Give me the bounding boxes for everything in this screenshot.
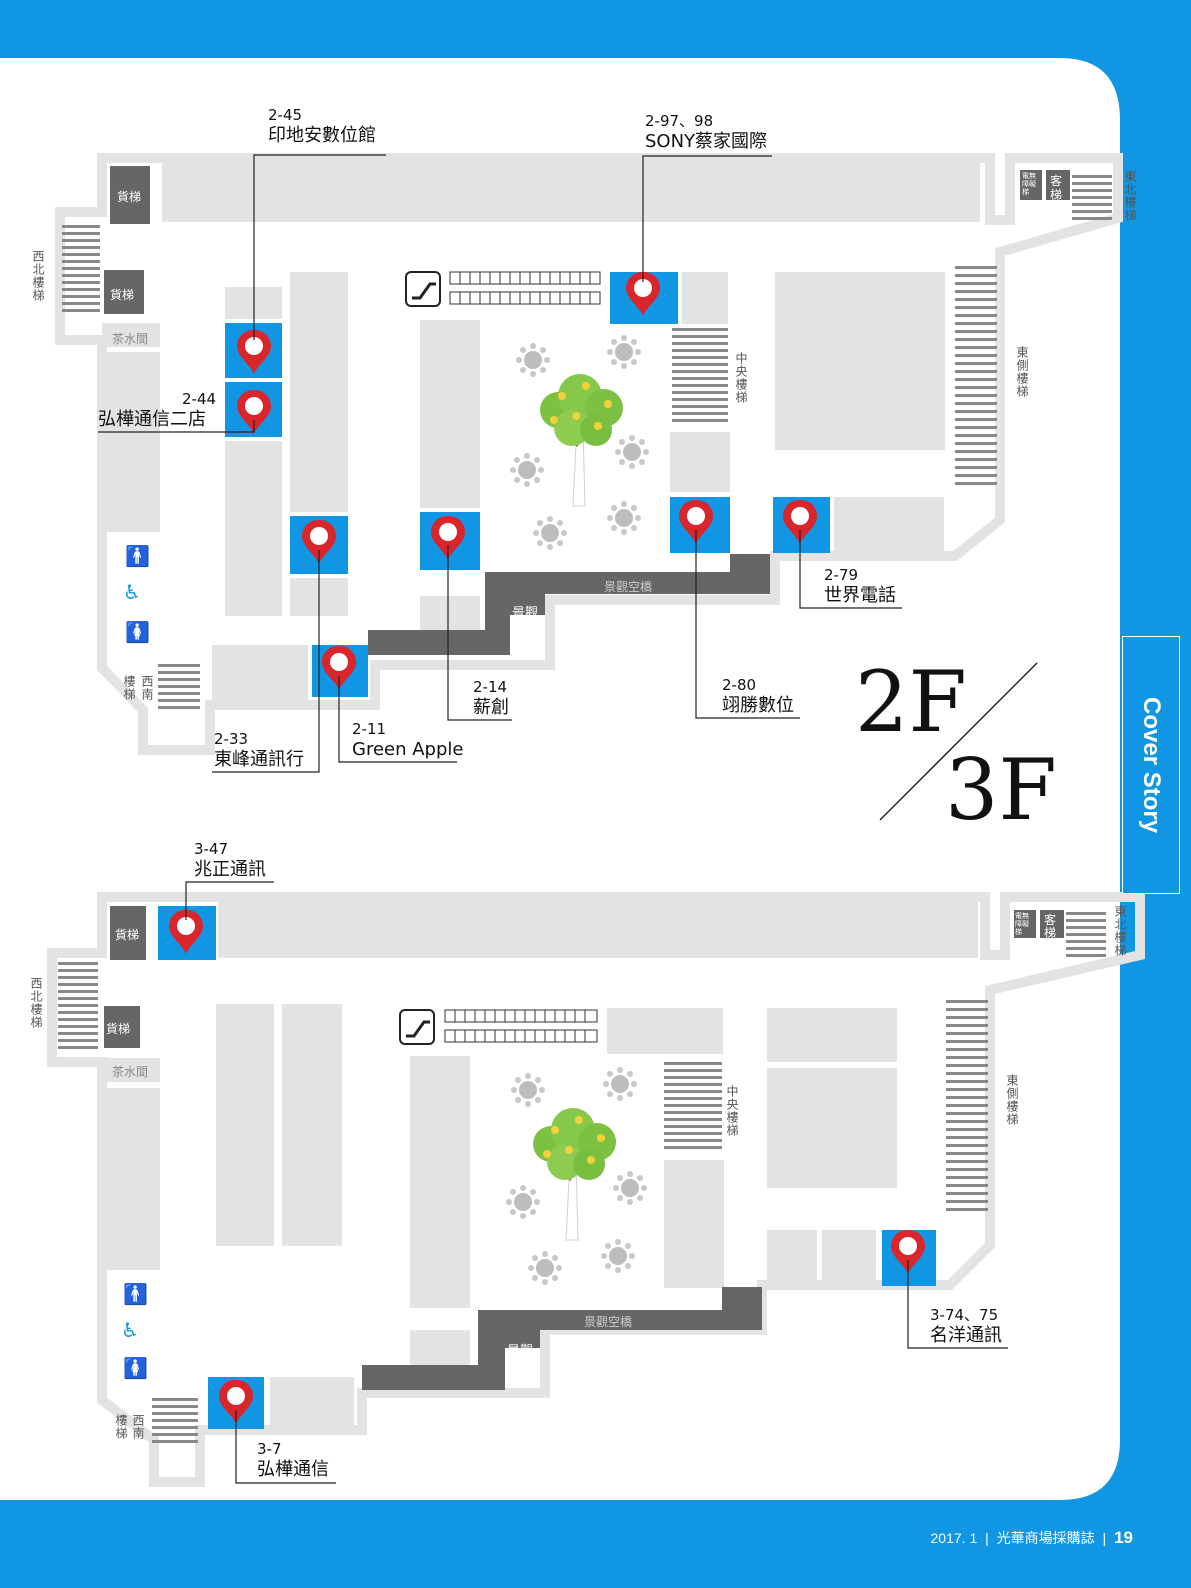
restroom-male-icon: 🚹: [123, 1282, 148, 1306]
passenger-elevator-label-b: 梯: [1050, 188, 1063, 202]
central-stairs-label-3f: 中央樓梯: [725, 1085, 739, 1137]
footer-page-number: 19: [1114, 1528, 1133, 1547]
accessible-elevator-label-3f: 電無障礙梯: [1015, 912, 1029, 936]
passenger-elevator-label-3f-a: 客: [1044, 913, 1057, 927]
floor-2f: [55, 153, 1123, 773]
sky-bridge-label-3f: 景觀空橋: [584, 1315, 633, 1329]
tea-room-label-3f: 茶水間: [112, 1065, 149, 1079]
wheelchair-icon: ♿: [123, 580, 141, 604]
freight-elevator-label-3f-2: 貨梯: [106, 1022, 131, 1036]
central-stairs-label: 中央樓梯: [734, 352, 748, 404]
freight-elevator-label: 貨梯: [117, 190, 142, 204]
cover-story-tab: [1122, 636, 1180, 894]
restroom-male-icon: 🚹: [125, 544, 150, 568]
southwest-stairs-label-3f-b: 樓梯: [114, 1414, 128, 1440]
southwest-stairs-label-a: 西南: [140, 675, 154, 701]
footer: 2017. 1 | 光華商場採購誌 | 19: [930, 1528, 1133, 1547]
footer-magazine: 光華商場採購誌: [996, 1530, 1095, 1546]
scenic-elevator-label-3f-a: 景觀: [507, 1344, 534, 1359]
footer-issue: 2017. 1: [930, 1530, 978, 1546]
scenic-elevator-label-3f-b: 電梯: [507, 1372, 534, 1387]
southwest-stairs-label-3f-a: 西南: [131, 1414, 145, 1440]
floor-3f: [47, 881, 1145, 1487]
passenger-elevator-label-a: 客: [1050, 174, 1063, 188]
east-stairs-label-3f: 東側樓梯: [1005, 1074, 1019, 1126]
restroom-female-icon: 🚺: [125, 620, 150, 644]
freight-elevator-label-2: 貨梯: [110, 288, 135, 302]
restroom-female-icon: 🚺: [123, 1356, 148, 1380]
scenic-elevator-label-b: 電梯: [512, 636, 539, 651]
passenger-elevator-label-3f-b: 梯: [1044, 926, 1057, 940]
wheelchair-icon: ♿: [121, 1318, 139, 1342]
cover-story-label: Cover Story: [1138, 696, 1165, 834]
northwest-stairs-label: 西北樓梯: [31, 250, 45, 302]
northeast-stairs-label-3f: 東北樓梯: [1113, 905, 1127, 957]
accessible-elevator-label: 電無障礙梯: [1022, 172, 1036, 196]
freight-elevator-label-3f: 貨梯: [115, 928, 140, 942]
scenic-elevator-label-a: 景觀: [512, 606, 539, 621]
floor-label-2f: 2F: [855, 653, 967, 751]
southwest-stairs-label-b: 樓梯: [122, 675, 136, 701]
sky-bridge-label: 景觀空橋: [604, 580, 653, 594]
northwest-stairs-label-3f: 西北樓梯: [29, 977, 43, 1029]
northeast-stairs-label: 東北樓梯: [1123, 170, 1137, 222]
floor-label-3f: 3F: [945, 741, 1057, 839]
tea-room-label: 茶水間: [112, 332, 149, 346]
east-stairs-label: 東側樓梯: [1015, 346, 1029, 398]
